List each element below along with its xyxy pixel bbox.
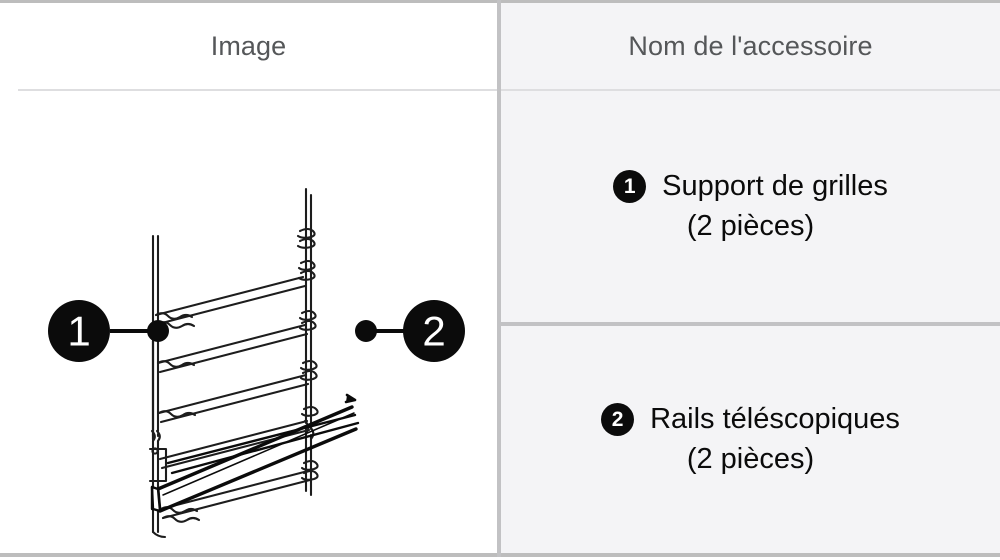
table-row: 1 Support de grilles (2 pièces) — [501, 91, 1000, 322]
row-divider — [501, 322, 1000, 326]
rack-support-lineart — [148, 187, 319, 539]
callout-1: 1 — [48, 300, 169, 362]
oven-rack-diagram-svg: 1 2 — [48, 187, 465, 539]
accessory-item-1: 1 Support de grilles (2 pièces) — [599, 168, 902, 244]
callout-1-anchor-dot — [147, 320, 169, 342]
accessory-item-2: 2 Rails téléscopiques (2 pièces) — [587, 401, 914, 477]
image-column — [0, 3, 497, 553]
badge-1: 1 — [613, 170, 647, 204]
accessory-name-column — [501, 3, 1000, 553]
column-divider — [497, 0, 501, 557]
accessory-quantity-1: (2 pièces) — [686, 209, 815, 242]
table-row: 2 Rails téléscopiques (2 pièces) — [501, 326, 1000, 553]
header-label-name: Nom de l'accessoire — [628, 31, 873, 61]
accessory-quantity-2: (2 pièces) — [686, 442, 815, 475]
header-label-image: Image — [210, 31, 287, 61]
callout-2-circle — [403, 300, 465, 362]
accessory-name-1: Support de grilles — [662, 170, 888, 203]
accessory-title-line: 1 Support de grilles — [613, 168, 888, 205]
callout-2-label: 2 — [422, 308, 445, 355]
accessory-title-line: 2 Rails téléscopiques — [601, 401, 900, 438]
header-cell-image: Image — [0, 3, 497, 90]
header-cell-name: Nom de l'accessoire — [501, 3, 1000, 90]
accessory-name-2: Rails téléscopiques — [650, 403, 900, 436]
telescopic-rail-lineart — [150, 393, 360, 513]
header-divider-right — [501, 89, 1000, 91]
header-divider-left — [18, 89, 497, 91]
callout-2: 2 — [355, 300, 465, 362]
badge-2: 2 — [601, 403, 635, 437]
accessory-illustration: 1 2 — [0, 91, 497, 553]
callout-2-anchor-dot — [355, 320, 377, 342]
callout-1-circle — [48, 300, 110, 362]
callout-1-label: 1 — [67, 308, 90, 355]
